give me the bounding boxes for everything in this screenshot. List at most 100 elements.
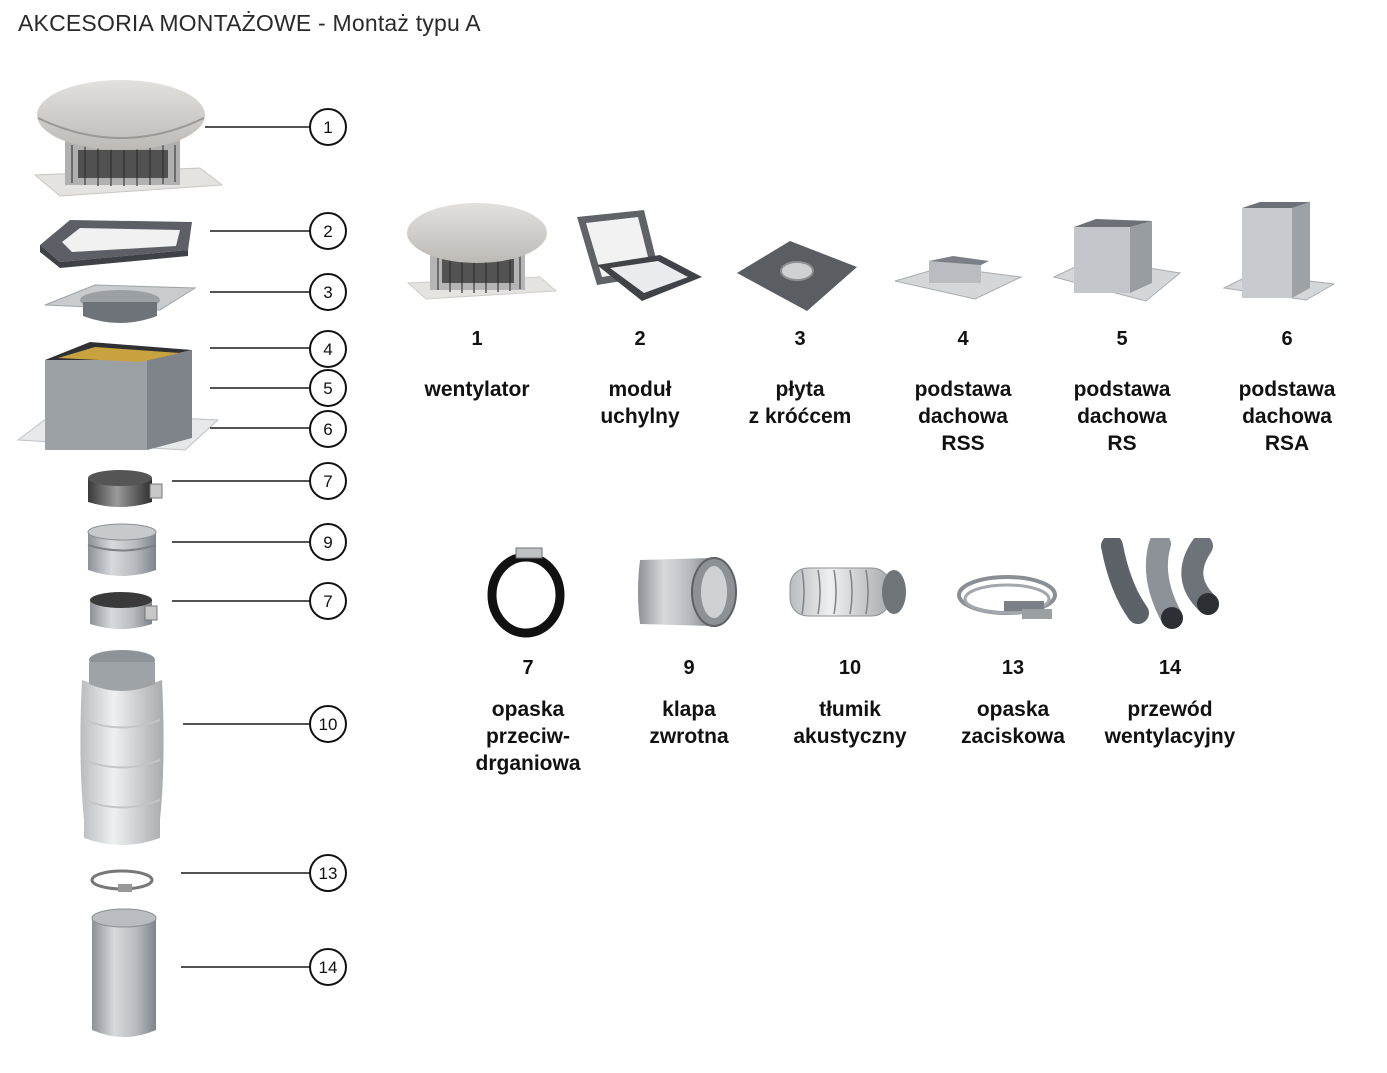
assembly-diagram: 1 2 3 4 5 6 7 9 7 10 13 14 [16, 80, 347, 1037]
item-label-line: zwrotna [649, 725, 729, 748]
callout-6: 6 [309, 410, 347, 448]
item-label: opaska zaciskowa [961, 696, 1065, 750]
callout-circle [309, 582, 347, 620]
item-fan-image [406, 203, 558, 300]
callout-markers: 1 2 3 4 5 6 7 9 7 10 13 14 [309, 108, 347, 986]
item-roof-base-rsa-image [1222, 202, 1336, 301]
item-silencer-image [789, 567, 906, 617]
stack-plate [44, 284, 197, 323]
item-label-line: podstawa [1073, 378, 1171, 401]
callout-circle [309, 330, 347, 368]
callout-circle [309, 705, 347, 743]
item-number: 5 [1116, 328, 1128, 350]
item-label-line: opaska [976, 698, 1050, 721]
callout-14: 14 [309, 948, 347, 986]
item-label-line: wentylacyjny [1104, 725, 1236, 748]
callout-circle [309, 108, 347, 146]
item-label: moduł uchylny [600, 376, 679, 430]
item-number: 3 [794, 328, 806, 350]
item-label-line: przeciw- [485, 725, 571, 748]
callout-circle [309, 273, 347, 311]
item-label: klapa zwrotna [649, 696, 728, 750]
item-label-line: RS [1107, 432, 1137, 455]
callout-number: 7 [323, 472, 332, 491]
leader-lines [172, 126, 310, 968]
item-label-line: uchylny [600, 405, 680, 428]
callout-7: 7 [309, 582, 347, 620]
callout-number: 10 [319, 715, 338, 734]
callout-number: 3 [323, 283, 332, 302]
callout-number: 5 [323, 379, 332, 398]
item-label-line: dachowa [1242, 405, 1332, 428]
item-label-line: z króćcem [748, 405, 852, 428]
item-number: 13 [1001, 657, 1025, 679]
item-label-line: klapa [662, 698, 716, 721]
item-clamp-image [957, 575, 1057, 619]
item-label-line: akustyczny [793, 725, 907, 748]
item-label-line: wentylator [424, 378, 530, 401]
item-roof-base-rs-image [1052, 219, 1182, 302]
stack-band-7a [88, 470, 163, 507]
item-plate-image [737, 241, 857, 311]
callout-circle [309, 523, 347, 561]
callout-number: 6 [323, 420, 332, 439]
callout-circle [309, 212, 347, 250]
callout-7: 7 [309, 462, 347, 500]
item-number: 2 [634, 328, 646, 350]
item-label-line: zaciskowa [961, 725, 1065, 748]
item-label: przewód wentylacyjny [1105, 696, 1236, 750]
item-number: 9 [683, 657, 695, 679]
callout-2: 2 [309, 212, 347, 250]
stack-tilt-module [40, 220, 192, 268]
item-label-line: tłumik [819, 698, 881, 721]
item-number: 1 [471, 328, 483, 350]
item-label-line: moduł [608, 378, 672, 401]
stack-clamp [90, 869, 154, 892]
item-number: 14 [1158, 657, 1182, 679]
item-label-line: drganiowa [475, 752, 581, 775]
stack-silencer [80, 650, 164, 845]
stack-band-7b [90, 592, 158, 629]
item-number: 6 [1281, 328, 1293, 350]
callout-circle [309, 410, 347, 448]
item-anti-vibration-band-image [487, 547, 565, 638]
callout-circle [309, 854, 347, 892]
callout-10: 10 [309, 705, 347, 743]
callout-number: 9 [323, 533, 332, 552]
callout-number: 13 [319, 864, 338, 883]
callout-13: 13 [309, 854, 347, 892]
callout-number: 2 [323, 222, 332, 241]
item-number: 7 [522, 657, 534, 679]
item-number: 4 [957, 328, 969, 350]
stack-fan [33, 80, 224, 197]
callout-circle [309, 462, 347, 500]
callout-3: 3 [309, 273, 347, 311]
callout-number: 4 [323, 340, 332, 359]
item-label: płyta z króćcem [749, 376, 852, 430]
item-label-line: podstawa [1238, 378, 1336, 401]
item-label-line: opaska [491, 698, 565, 721]
item-label: wentylator [424, 376, 529, 403]
callout-circle [309, 369, 347, 407]
item-label-line: RSA [1264, 432, 1310, 455]
callout-number: 1 [323, 118, 332, 137]
stack-duct [91, 908, 157, 1037]
item-check-valve-image [638, 557, 737, 627]
item-number: 10 [838, 657, 862, 679]
callout-5: 5 [309, 369, 347, 407]
callout-number: 7 [323, 592, 332, 611]
item-duct-image [1101, 538, 1219, 629]
callout-1: 1 [309, 108, 347, 146]
item-label: tłumik akustyczny [793, 696, 906, 750]
item-label-line: przewód [1127, 698, 1213, 721]
item-label-line: dachowa [918, 405, 1008, 428]
item-tilt-module-image [577, 210, 702, 301]
callout-circle [309, 948, 347, 986]
item-label-line: płyta [775, 378, 825, 401]
stack-valve [87, 523, 157, 576]
callout-9: 9 [309, 523, 347, 561]
page-title: AKCESORIA MONTAŻOWE - Montaż typu A [18, 10, 481, 36]
item-roof-base-rss-image [894, 256, 1023, 300]
